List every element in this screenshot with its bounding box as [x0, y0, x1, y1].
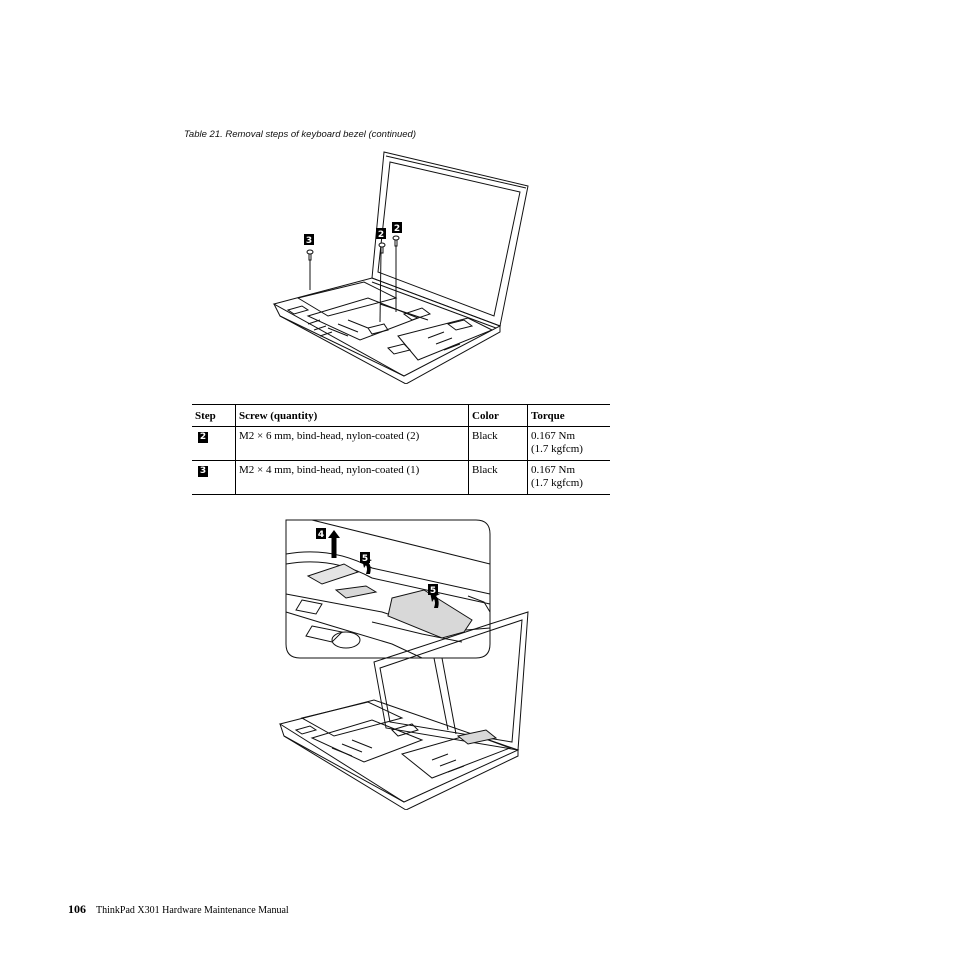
screw-cell: M2 × 4 mm, bind-head, nylon-coated (1) — [235, 460, 469, 495]
table-header-row: Step Screw (quantity) Color Torque — [192, 404, 610, 427]
callout-2a: 2 — [376, 228, 386, 240]
step-badge: 3 — [198, 466, 208, 477]
step-cell: 3 — [192, 460, 236, 495]
svg-text:2: 2 — [394, 224, 400, 234]
table-caption: Table 21. Removal steps of keyboard beze… — [184, 129, 417, 140]
svg-text:3: 3 — [306, 236, 312, 246]
step-badge: 2 — [198, 432, 208, 443]
cable-removal-diagram: 4 5 5 — [278, 519, 529, 810]
callout-2b: 2 — [392, 222, 402, 234]
page-number: 106 — [68, 902, 86, 916]
callout-4: 4 — [316, 528, 326, 540]
header-color: Color — [468, 404, 528, 427]
torque-cell: 0.167 Nm(1.7 kgfcm) — [527, 460, 610, 495]
svg-text:4: 4 — [318, 530, 324, 540]
svg-text:5: 5 — [362, 554, 368, 564]
header-screw: Screw (quantity) — [235, 404, 469, 427]
header-step: Step — [192, 404, 236, 427]
svg-text:5: 5 — [430, 586, 436, 596]
header-torque: Torque — [527, 404, 610, 427]
svg-text:2: 2 — [378, 230, 384, 240]
table-row: 3 M2 × 4 mm, bind-head, nylon-coated (1)… — [192, 460, 610, 495]
torque-cell: 0.167 Nm(1.7 kgfcm) — [527, 426, 610, 461]
screw-cell: M2 × 6 mm, bind-head, nylon-coated (2) — [235, 426, 469, 461]
laptop-screw-diagram: 3 2 2 — [272, 151, 529, 384]
screw-table: Step Screw (quantity) Color Torque 2 M2 … — [192, 404, 610, 495]
color-cell: Black — [468, 460, 528, 495]
table-row: 2 M2 × 6 mm, bind-head, nylon-coated (2)… — [192, 426, 610, 461]
manual-title: ThinkPad X301 Hardware Maintenance Manua… — [96, 905, 289, 916]
callout-5b: 5 — [428, 584, 438, 596]
page-footer: 106 ThinkPad X301 Hardware Maintenance Ma… — [68, 902, 289, 917]
callout-3: 3 — [304, 234, 314, 246]
step-cell: 2 — [192, 426, 236, 461]
color-cell: Black — [468, 426, 528, 461]
callout-5a: 5 — [360, 552, 370, 564]
